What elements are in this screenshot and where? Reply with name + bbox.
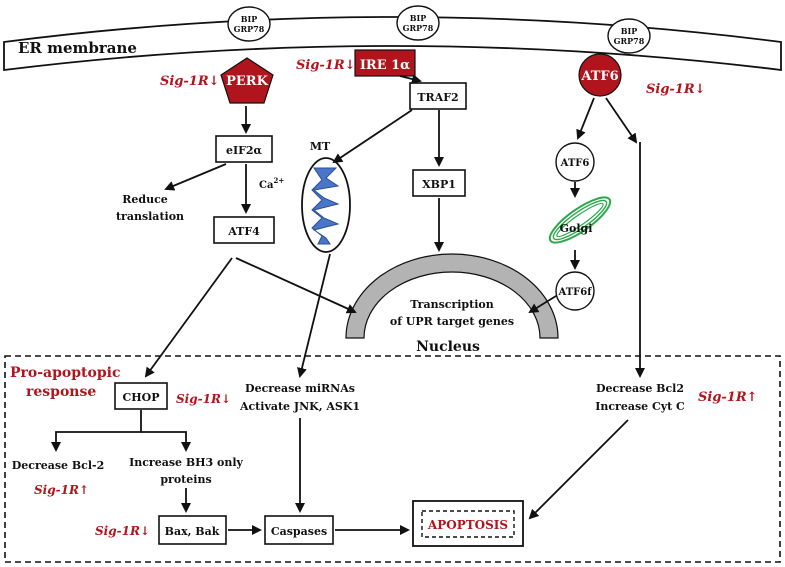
svg-text:GRP78: GRP78 [614,36,645,46]
bh3-1: Increase BH3 only [129,456,243,469]
arrow-chop-bh3 [141,431,191,452]
decrease-bcl2-2: Increase Cyt C [595,400,685,413]
transcription-1: Transcription [410,298,493,311]
svg-text:PERK: PERK [226,74,268,89]
arrow-atf4-chop [144,257,233,378]
svg-text:Caspases: Caspases [271,525,327,538]
decrease-bcl2-left: Decrease Bcl-2 [12,459,105,472]
bip-grp78-perk: BIP GRP78 [227,6,271,42]
mitochondria-icon [301,157,351,253]
arrow-eif2a-reduce [164,163,227,191]
er-membrane-label: ER membrane [18,39,137,57]
arrow-ire1-traf2 [399,74,422,84]
sig1r-bax: Sig-1R↓ [95,524,150,538]
ire1-sensor: IRE 1α [354,49,416,77]
arrow-mt-mirna [297,253,331,378]
calcium-label: Ca2+ [259,176,284,191]
sig1r-perk: Sig-1R↓ [160,74,220,89]
apoptosis-box: APOPTOSIS [412,500,524,547]
sig1r-ire1: Sig-1R↓ [296,58,356,73]
svg-text:ATF6: ATF6 [580,69,618,84]
bip-grp78-atf6: BIP GRP78 [607,18,651,54]
svg-text:eIF2α: eIF2α [226,144,263,157]
xbp1-box: XBP1 [412,169,466,197]
svg-text:IRE 1α: IRE 1α [360,58,410,73]
traf2-box: TRAF2 [409,82,467,110]
svg-text:APOPTOSIS: APOPTOSIS [427,518,508,532]
sig1r-bcl2-left: Sig-1R↑ [34,483,89,497]
eif2a-box: eIF2α [215,135,273,163]
decrease-bcl2-1: Decrease Bcl2 [596,382,684,395]
svg-text:ATF6: ATF6 [560,158,590,169]
golgi-icon: Golgi [548,196,612,244]
svg-text:XBP1: XBP1 [422,178,456,191]
svg-text:Golgi: Golgi [560,222,593,235]
svg-text:ATF6f: ATF6f [557,287,592,298]
arrow-atf6-down [605,97,638,144]
svg-text:GRP78: GRP78 [234,24,265,34]
nucleus-arc [345,253,559,339]
sig1r-bcl2-right: Sig-1R↑ [698,390,758,405]
atf6-sensor: ATF6 [578,53,622,97]
transcription-2: of UPR target genes [390,315,514,328]
bh3-2: proteins [160,473,211,486]
svg-text:Bax, Bak: Bax, Bak [165,525,220,538]
reduce-translation-1: Reduce [122,193,168,206]
arrow-bcl2-apoptosis [528,419,629,520]
arrow-chop-bcl2 [51,410,142,452]
reduce-translation-2: translation [116,210,184,223]
atf6f-circle: ATF6f [555,271,595,311]
arrow-atf4-nucleus [235,257,357,314]
sig1r-atf6: Sig-1R↓ [646,82,706,97]
caspases-box: Caspases [264,515,334,545]
arrow-atf6-cleaved [576,97,595,140]
svg-text:CHOP: CHOP [122,391,159,404]
svg-text:BIP: BIP [621,26,638,36]
svg-text:ATF4: ATF4 [227,225,260,238]
sig1r-chop: Sig-1R↓ [176,392,231,406]
svg-text:TRAF2: TRAF2 [417,91,458,104]
mt-label: MT [310,140,331,153]
decrease-mirna-1: Decrease miRNAs [245,382,355,395]
svg-text:GRP78: GRP78 [403,23,434,33]
bip-grp78-ire1: BIP GRP78 [396,5,440,41]
nucleus-label: Nucleus [416,339,480,355]
decrease-mirna-2: Activate JNK, ASK1 [239,400,360,413]
chop-box: CHOP [114,382,168,410]
svg-text:BIP: BIP [241,14,258,24]
atf4-box: ATF4 [213,216,275,244]
arrow-traf2-mt [332,109,413,164]
pro-apoptotic-title-2: response [26,384,96,400]
pro-apoptotic-title-1: Pro-apoptopic [10,365,120,381]
perk-sensor: PERK [220,57,274,104]
svg-text:BIP: BIP [410,13,427,23]
arrow-atf6f-nucleus [528,295,557,314]
atf6-cleaved-circle: ATF6 [555,142,595,182]
bax-bak-box: Bax, Bak [158,515,227,545]
